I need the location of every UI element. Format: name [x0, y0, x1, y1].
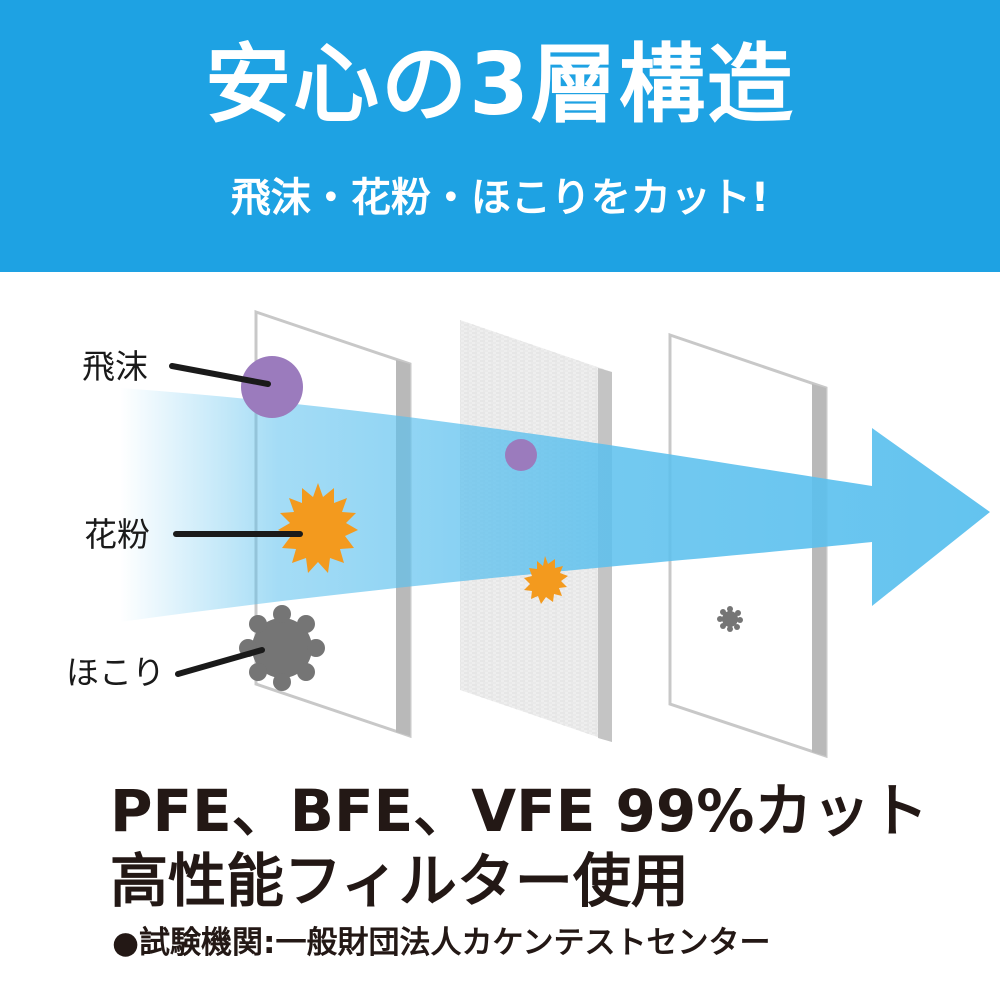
dust-leader-line: [175, 647, 265, 677]
filter-headline: 高性能フィルター使用: [110, 847, 689, 915]
page-title: 安心の3層構造: [205, 35, 795, 135]
testing-institution-note: ●試験機関:一般財団法人カケンテストセンター: [112, 925, 771, 961]
header-banner: 安心の3層構造 飛沫・花粉・ほこりをカット!: [0, 0, 1000, 272]
droplet-leader-line: [169, 363, 271, 387]
droplet-particle-small: [505, 439, 537, 471]
page-subtitle: 飛沫・花粉・ほこりをカット!: [230, 175, 770, 221]
filter-layers-illustration: [120, 309, 990, 759]
dust-particle-large: [239, 605, 325, 691]
filtration-rate-headline: PFE、BFE、VFE 99%カット: [110, 777, 929, 845]
droplet-label: 飛沫: [82, 347, 148, 386]
airflow-arrow: [120, 388, 990, 622]
dust-particle-small: [717, 606, 743, 632]
pollen-particle-large: [278, 483, 358, 573]
pollen-label: 花粉: [84, 515, 150, 554]
pollen-particle-small: [524, 556, 568, 604]
three-layer-diagram: [0, 272, 1000, 772]
droplet-particle-large: [241, 356, 303, 418]
dust-label: ほこり: [66, 653, 165, 692]
